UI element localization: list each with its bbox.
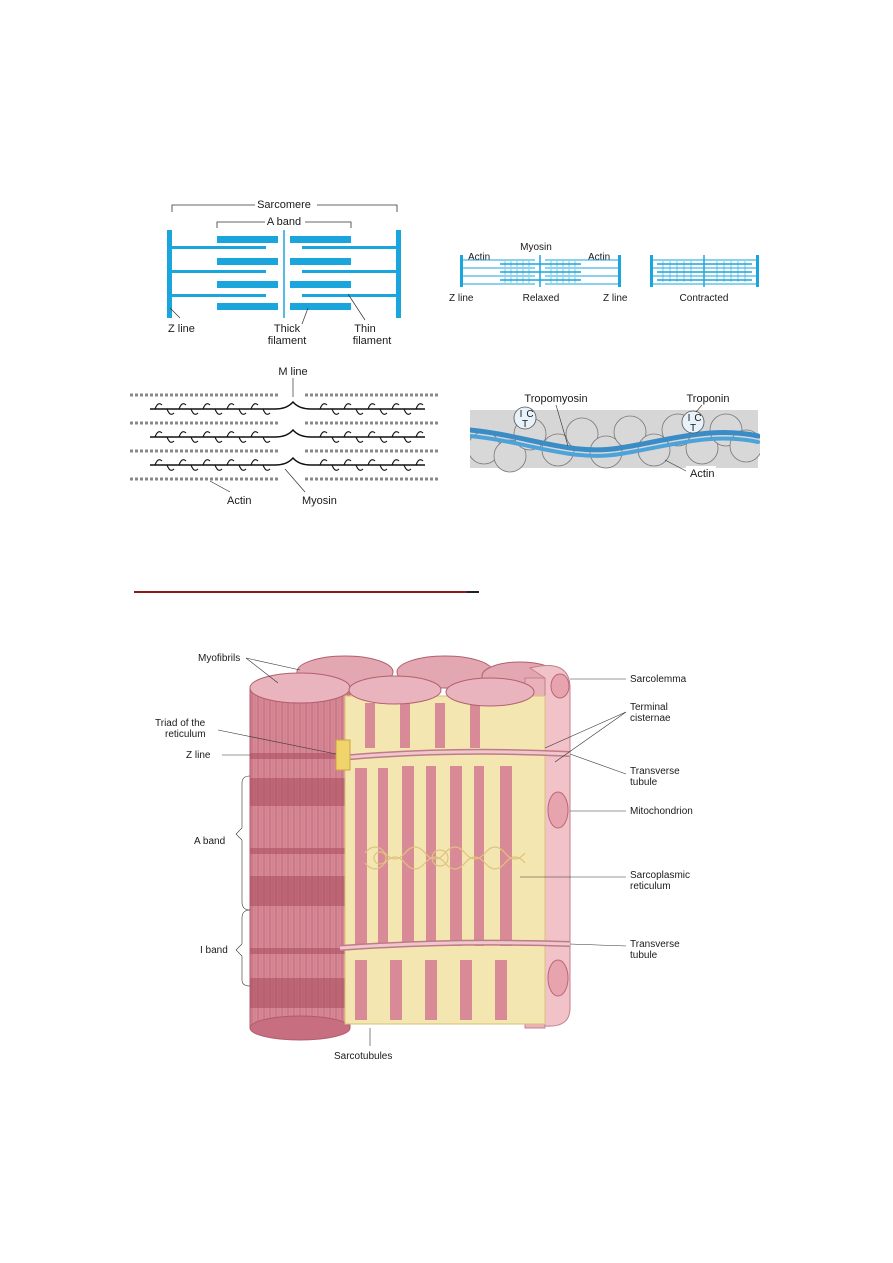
z-line-label: Z line bbox=[168, 323, 195, 335]
myosin-heads bbox=[154, 403, 424, 471]
terminal-cisternae-label-1: Terminal bbox=[630, 702, 668, 713]
band-pattern bbox=[250, 753, 350, 1008]
sarcolemma-label: Sarcolemma bbox=[630, 674, 687, 685]
sarcotubules-label: Sarcotubules bbox=[334, 1051, 392, 1062]
actin-chains bbox=[130, 393, 440, 481]
filament-arrangement-diagram: M line Actin Myosin bbox=[130, 366, 440, 507]
thick-filament-label-2: filament bbox=[268, 335, 307, 347]
thick-filament-label-1: Thick bbox=[274, 323, 301, 335]
reticulum-tubules bbox=[364, 846, 526, 870]
triad-label-2: reticulum bbox=[165, 729, 206, 740]
thick-filaments bbox=[217, 236, 351, 310]
mitochondria bbox=[547, 673, 570, 997]
myosin-label-2: Myosin bbox=[302, 495, 337, 507]
transverse-tubule-label-1a: Transverse bbox=[630, 766, 680, 777]
transverse-tubules bbox=[339, 748, 571, 951]
contracted-label: Contracted bbox=[680, 293, 729, 304]
myosin-filaments bbox=[150, 400, 425, 466]
transverse-tubule-label-2b: tubule bbox=[630, 950, 658, 961]
myofibril-cylinder bbox=[249, 687, 351, 1029]
terminal-cisternae-label-2: cisternae bbox=[630, 713, 671, 724]
svg-text:T: T bbox=[690, 423, 696, 434]
troponin-complex-right: I C T bbox=[681, 410, 705, 434]
svg-text:C: C bbox=[526, 409, 533, 420]
svg-text:I: I bbox=[688, 413, 691, 424]
z-line-left bbox=[167, 230, 172, 318]
sarcomere-label: Sarcomere bbox=[257, 199, 311, 211]
triad-highlight bbox=[335, 739, 351, 771]
i-band-fiber-label: I band bbox=[200, 945, 228, 956]
myosin-label: Myosin bbox=[520, 242, 552, 253]
contracted-sarcomere bbox=[650, 255, 759, 287]
thin-filament-label-1: Thin bbox=[354, 323, 375, 335]
svg-text:C: C bbox=[694, 413, 701, 424]
tropomyosin-label: Tropomyosin bbox=[524, 393, 587, 405]
transverse-tubule-label-1b: tubule bbox=[630, 777, 658, 788]
thin-filament-label-2: filament bbox=[353, 335, 392, 347]
transverse-tubule-label-2a: Transverse bbox=[630, 939, 680, 950]
actin-label: Actin bbox=[227, 495, 251, 507]
triad-label-1: Triad of the bbox=[155, 718, 206, 729]
contraction-diagram: Myosin Actin Actin Z line Relaxed Z line bbox=[449, 242, 759, 304]
svg-text:T: T bbox=[522, 419, 528, 430]
section-heading-underline bbox=[134, 591, 479, 593]
troponin-label: Troponin bbox=[686, 393, 729, 405]
actin-left-label: Actin bbox=[468, 252, 490, 263]
relaxed-sarcomere bbox=[460, 255, 621, 287]
actin-label-2: Actin bbox=[690, 468, 714, 480]
a-band-fiber-label: A band bbox=[194, 836, 225, 847]
myofibril-strips bbox=[355, 703, 512, 1020]
mitochondrion-label: Mitochondrion bbox=[630, 806, 693, 817]
a-band-label: A band bbox=[267, 216, 301, 228]
thin-filament-diagram: Tropomyosin Troponin I C T I C T Actin bbox=[470, 393, 760, 480]
actin-right-label: Actin bbox=[588, 252, 610, 263]
sarcomere-diagram: Sarcomere A band Z line Thick filament T… bbox=[167, 197, 401, 347]
muscle-fiber-diagram: Myofibrils Triad of the reticulum Z line… bbox=[155, 653, 693, 1062]
troponin-complex-left: I C T bbox=[513, 406, 537, 430]
relaxed-label: Relaxed bbox=[523, 293, 560, 304]
svg-text:I: I bbox=[520, 409, 523, 420]
m-line-label: M line bbox=[278, 366, 307, 378]
sarcoplasmic-reticulum-label-2: reticulum bbox=[630, 881, 671, 892]
z-line-fiber-label: Z line bbox=[186, 750, 211, 761]
myofibrils-label: Myofibrils bbox=[198, 653, 240, 664]
z-line-right bbox=[396, 230, 401, 318]
z-line-left-label: Z line bbox=[449, 293, 474, 304]
z-line-right-label: Z line bbox=[603, 293, 628, 304]
sarcoplasmic-reticulum-label-1: Sarcoplasmic bbox=[630, 870, 690, 881]
tropomyosin-strands bbox=[470, 427, 760, 458]
